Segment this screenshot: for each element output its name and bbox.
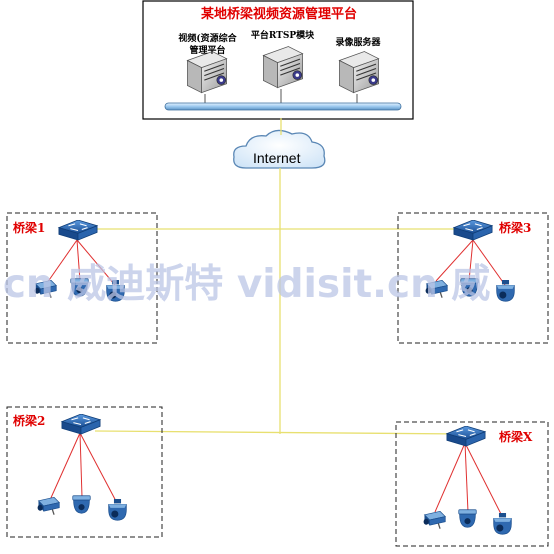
bullet-camera-icon [422,511,446,529]
bridge-label: 桥梁1 [13,221,46,235]
bridge-label: 桥梁X [499,430,533,444]
ptz-camera-icon [496,280,515,302]
ptz-camera-icon [493,513,512,535]
bridge-box [395,421,549,547]
server-label-line1: 视频(资源综合 [178,34,237,44]
bridge-label: 桥梁2 [13,414,46,428]
server-label: 平台RTSP模块 [240,30,325,42]
server-label: 视频(资源综合 管理平台 [160,33,255,57]
server-label-line2: 管理平台 [189,46,226,56]
switch-icon [453,220,493,241]
switch-icon [61,414,101,435]
ptz-camera-icon [108,499,127,521]
server-label-line1: 平台RTSP模块 [250,31,315,41]
switch-icon [58,220,98,241]
internet-cloud-icon [233,129,326,169]
bridge-box [6,406,163,538]
server-label-line1: 录像服务器 [335,38,381,48]
server-label: 录像服务器 [318,37,398,49]
camera-links [46,239,506,517]
bridge-box [6,212,158,344]
bridge-box [397,212,549,344]
backbone-links [94,118,466,435]
switch-icon [446,426,486,447]
bullet-camera-icon [36,497,60,515]
dome-camera-icon [458,509,477,528]
watermark: .cn 威迪斯特 vidisit.cn 威 [0,262,491,307]
platform-title: 某地桥梁视频资源管理平台 [200,7,357,22]
internet-label: Internet [253,150,301,166]
bridge-label: 桥梁3 [499,221,532,235]
dome-camera-icon [72,495,91,514]
network-bus [164,102,402,111]
